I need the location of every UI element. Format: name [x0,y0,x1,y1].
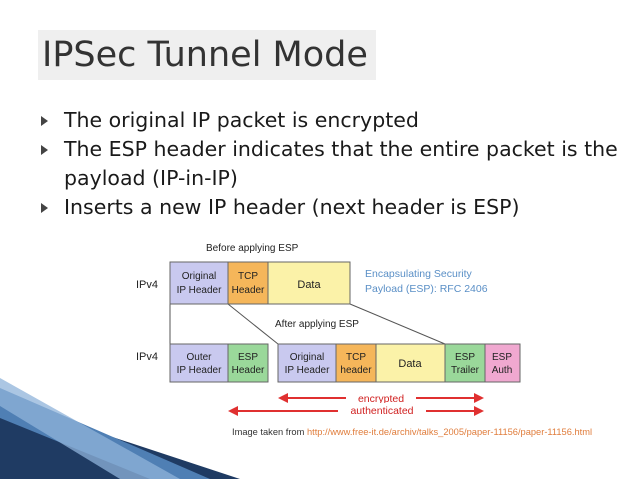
field-text: Data [297,279,321,291]
after-label: After applying ESP [275,319,359,330]
field-esp-header [227,343,269,383]
authenticated-label: authenticated [350,405,413,416]
esp-note-line1: Encapsulating Security [365,268,473,280]
bullet-arrow-icon [41,203,48,213]
before-packet: Original IP Header TCP Header Data [169,261,351,305]
field-data [375,343,446,383]
field-text: Original [182,271,216,282]
image-caption: Image taken from http://www.free-it.de/a… [232,427,592,437]
field-outer-ip-header [169,343,229,383]
caption-prefix: Image taken from [232,427,307,437]
source-link[interactable]: http://www.free-it.de/archiv/talks_2005/… [306,427,593,437]
field-esp-auth [484,343,521,383]
field-text: Auth [492,365,513,376]
field-text: Outer [186,352,212,363]
field-original-ip-header [169,261,229,305]
esp-diagram: Before applying ESP After applying ESP I… [136,243,521,416]
field-tcp-header [335,343,377,383]
bullet-text: The original IP packet is encrypted [64,108,419,132]
bullet-text: The ESP header indicates that the entire… [64,137,618,190]
field-text: IP Header [177,285,223,296]
bullet-list: The original IP packet is encrypted The … [40,106,630,222]
field-text: ESP [238,352,258,363]
bullet-item: Inserts a new IP header (next header is … [40,193,630,222]
bullet-item: The original IP packet is encrypted [40,106,630,135]
bullet-arrow-icon [41,145,48,155]
row-label-after: IPv4 [136,351,158,363]
connector-mid [227,303,279,345]
field-text: ESP [455,352,475,363]
field-text: IP Header [177,365,223,376]
bullet-arrow-icon [41,116,48,126]
bullet-item: The ESP header indicates that the entire… [40,135,630,193]
connector-right [349,303,446,345]
field-text: TCP [346,352,366,363]
field-text: Data [398,358,422,370]
row-label-before: IPv4 [136,279,158,291]
field-text: Header [232,285,265,296]
field-text: IP Header [285,365,331,376]
field-text: ESP [492,352,512,363]
field-esp-trailer [444,343,486,383]
decorative-swoosh [0,378,240,479]
field-original-ip-header [277,343,337,383]
before-label: Before applying ESP [206,243,299,254]
field-tcp-header [227,261,269,305]
encrypted-label: encrypted [358,393,404,405]
field-text: header [340,365,372,376]
field-text: TCP [238,271,258,282]
field-text: Header [232,365,265,376]
field-text: Original [290,352,324,363]
field-data [267,261,351,305]
esp-note-line2: Payload (ESP): RFC 2406 [365,283,488,295]
encrypted-arrow: encrypted [278,390,484,405]
authenticated-arrow: authenticated [228,403,484,416]
field-text: Trailer [451,365,480,376]
slide-title: IPSec Tunnel Mode [38,30,376,80]
bullet-text: Inserts a new IP header (next header is … [64,195,520,219]
after-packet: Outer IP Header ESP Header Original IP H… [169,343,521,383]
